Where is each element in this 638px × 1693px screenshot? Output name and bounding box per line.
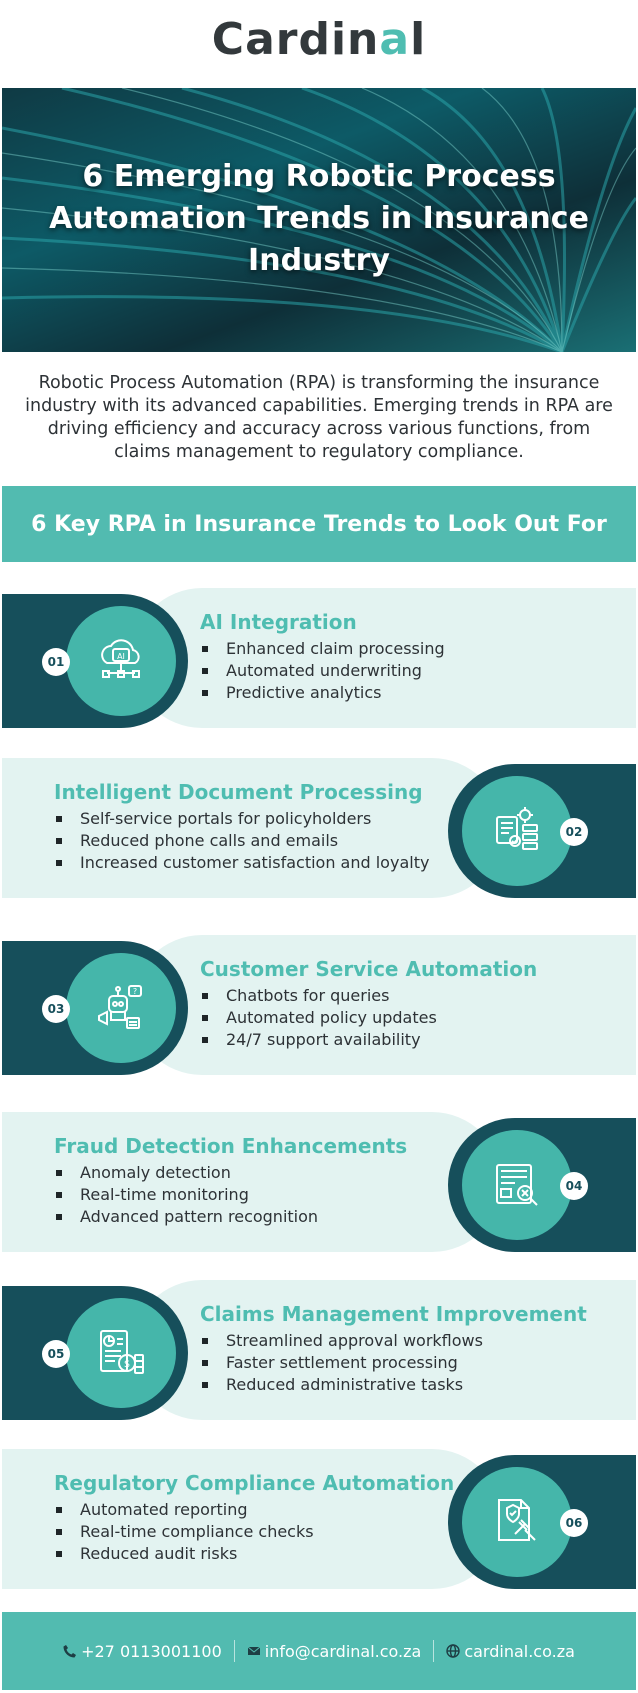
svg-text:$: $: [124, 1359, 130, 1370]
trend-number: 03: [42, 995, 70, 1023]
hero-banner: 6 Emerging Robotic Process Automation Tr…: [2, 88, 636, 352]
list-item: Self-service portals for policyholders: [54, 808, 429, 830]
trend-card-ai-integration: AI 01 AI Integration Enhanced claim proc…: [2, 588, 636, 728]
trend-card-customer-service-automation: ? 03 Customer Service Automation Chatbot…: [2, 935, 636, 1075]
list-item: Anomaly detection: [54, 1162, 407, 1184]
logo-text-end: l: [410, 14, 427, 65]
svg-text:AI: AI: [117, 652, 125, 661]
trend-card-intelligent-document-processing: 02 Intelligent Document Processing Self-…: [2, 758, 636, 898]
trend-number: 02: [560, 818, 588, 846]
mail-icon: [247, 1646, 261, 1655]
footer-phone[interactable]: +27 0113001100: [63, 1642, 222, 1661]
phone-number: +27 0113001100: [81, 1641, 222, 1661]
trend-number: 06: [560, 1509, 588, 1537]
trend-card-regulatory-compliance: 06 Regulatory Compliance Automation Auto…: [2, 1449, 636, 1589]
divider: [433, 1640, 435, 1662]
footer-email[interactable]: info@cardinal.co.za: [247, 1641, 422, 1661]
trend-title: Intelligent Document Processing: [54, 780, 423, 804]
trend-title: Customer Service Automation: [200, 957, 538, 981]
trend-icon-circle: AI: [66, 606, 176, 716]
list-item: Increased customer satisfaction and loya…: [54, 852, 429, 874]
list-item: Predictive analytics: [200, 682, 445, 704]
website-url: cardinal.co.za: [464, 1641, 575, 1661]
chatbot-icon: ?: [98, 985, 142, 1029]
fraud-search-icon: [496, 1164, 538, 1206]
list-item: Chatbots for queries: [200, 985, 537, 1007]
trend-number: 04: [560, 1172, 588, 1200]
divider: [233, 1640, 235, 1662]
trend-number: 05: [42, 1340, 70, 1368]
list-item: Reduced phone calls and emails: [54, 830, 429, 852]
claims-report-icon: $: [100, 1330, 144, 1374]
footer-contact-bar: +27 0113001100 info@cardinal.co.za cardi…: [2, 1612, 636, 1690]
hero-title: 6 Emerging Robotic Process Automation Tr…: [49, 159, 589, 278]
trend-icon-circle: $: [66, 1298, 176, 1408]
logo-text: Cardin: [211, 14, 380, 65]
trend-title: Fraud Detection Enhancements: [54, 1134, 408, 1158]
globe-icon: [446, 1644, 461, 1658]
trend-title: AI Integration: [200, 610, 357, 634]
list-item: Advanced pattern recognition: [54, 1206, 407, 1228]
trend-title: Regulatory Compliance Automation: [54, 1471, 455, 1495]
list-item: Reduced administrative tasks: [200, 1374, 587, 1396]
list-item: Real-time monitoring: [54, 1184, 407, 1206]
list-item: Enhanced claim processing: [200, 638, 445, 660]
svg-text:?: ?: [133, 987, 137, 996]
list-item: Faster settlement processing: [200, 1352, 587, 1374]
section-heading-banner: 6 Key RPA in Insurance Trends to Look Ou…: [2, 486, 636, 562]
trend-card-claims-management: $ 05 Claims Management Improvement Strea…: [2, 1280, 636, 1420]
palm-leaf-background: [2, 88, 636, 352]
footer-website[interactable]: cardinal.co.za: [446, 1642, 575, 1661]
trend-icon-circle: ?: [66, 953, 176, 1063]
logo-accent: a: [379, 14, 411, 65]
list-item: Streamlined approval workflows: [200, 1330, 587, 1352]
trend-number: 01: [42, 648, 70, 676]
trend-title: Claims Management Improvement: [200, 1302, 587, 1326]
intro-paragraph: Robotic Process Automation (RPA) is tran…: [25, 373, 613, 462]
list-item: Automated policy updates: [200, 1007, 537, 1029]
trend-card-fraud-detection: 04 Fraud Detection Enhancements Anomaly …: [2, 1112, 636, 1252]
list-item: Reduced audit risks: [54, 1543, 454, 1565]
compliance-gavel-icon: [498, 1499, 536, 1541]
list-item: 24/7 support availability: [200, 1029, 537, 1051]
ai-cloud-icon: AI: [101, 639, 140, 678]
trend-icon-circle: [462, 776, 572, 886]
list-item: Automated reporting: [54, 1499, 454, 1521]
document-gear-icon: [496, 807, 538, 850]
phone-icon: [63, 1645, 77, 1658]
email-address: info@cardinal.co.za: [264, 1641, 422, 1661]
logo: Cardinal: [0, 14, 638, 65]
trend-icon-circle: [462, 1467, 572, 1577]
list-item: Automated underwriting: [200, 660, 445, 682]
list-item: Real-time compliance checks: [54, 1521, 454, 1543]
trend-icon-circle: [462, 1130, 572, 1240]
section-heading: 6 Key RPA in Insurance Trends to Look Ou…: [31, 511, 607, 537]
